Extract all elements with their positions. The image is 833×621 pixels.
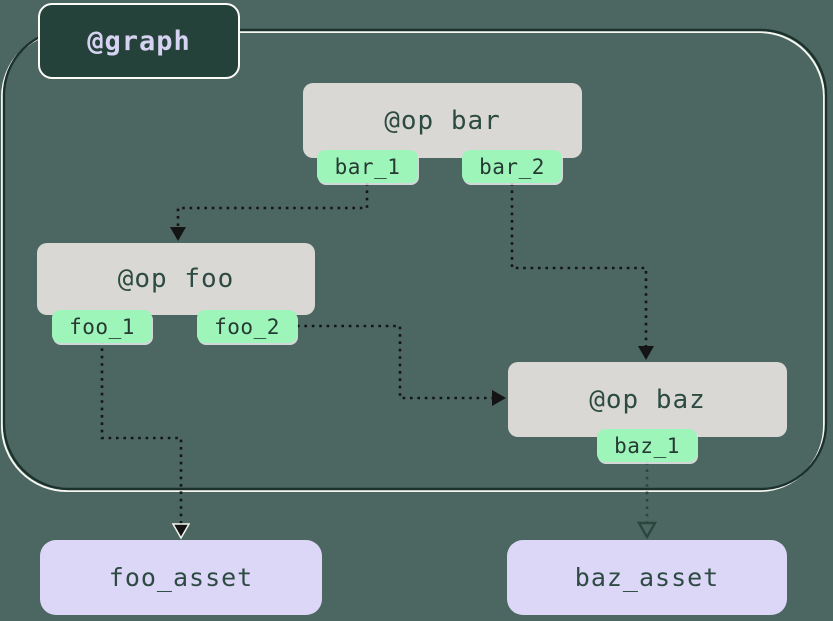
op-node-bar[interactable]: @op bar <box>303 83 582 158</box>
output-tag-bar-2[interactable]: bar_2 <box>462 150 562 183</box>
asset-node-baz-asset[interactable]: baz_asset <box>507 540 787 615</box>
output-tag-foo-2[interactable]: foo_2 <box>197 310 297 343</box>
edge-bar_2-to-op-baz <box>510 183 648 346</box>
arrowhead-foo_2-to-op-baz <box>492 390 506 406</box>
edges-group <box>100 183 658 540</box>
arrowhead-foo_1-to-foo_asset <box>171 523 191 540</box>
op-node-baz[interactable]: @op baz <box>508 362 787 437</box>
output-tag-baz-1[interactable]: baz_1 <box>597 429 697 462</box>
edge-bar_1-to-op-foo <box>176 183 369 227</box>
output-tag-bar-1[interactable]: bar_1 <box>317 150 418 183</box>
graph-label[interactable]: @graph <box>38 3 240 79</box>
arrowhead-baz_1-to-baz_asset <box>636 521 658 540</box>
output-tag-foo-1[interactable]: foo_1 <box>52 310 152 343</box>
op-node-foo[interactable]: @op foo <box>37 243 315 315</box>
edge-foo_1-to-foo_asset <box>100 341 183 524</box>
asset-node-foo-asset[interactable]: foo_asset <box>40 540 322 615</box>
arrowhead-bar_2-to-op-baz <box>638 346 654 360</box>
arrowhead-bar_1-to-op-foo <box>170 227 186 241</box>
edge-foo_2-to-op-baz <box>297 324 492 400</box>
